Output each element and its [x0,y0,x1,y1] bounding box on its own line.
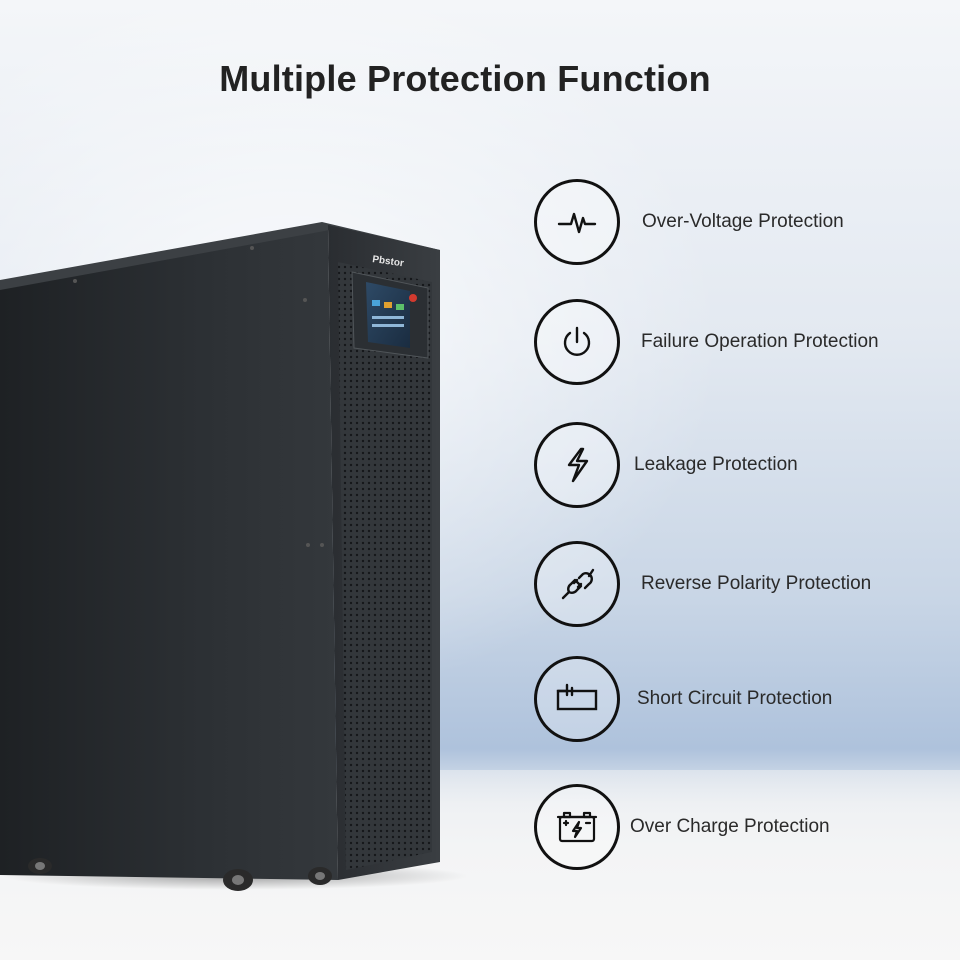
page-title: Multiple Protection Function [219,58,711,99]
brand-logo: Pbstor [372,254,405,269]
feature-short-circuit: Short Circuit Protection [534,656,832,742]
plug-icon [561,568,595,600]
feature-label: Failure Operation Protection [641,331,879,352]
feature-failure-operation: Failure Operation Protection [534,299,879,385]
feature-label: Short Circuit Protection [637,688,833,709]
feature-reverse-polarity: Reverse Polarity Protection [534,541,871,627]
battery-short-icon [556,683,598,711]
voltage-pulse-icon [557,212,597,234]
feature-over-voltage: Over-Voltage Protection [534,179,844,265]
feature-leakage: Leakage Protection [534,422,798,508]
cabinet-side [0,225,338,880]
feature-icon-circle [534,422,620,508]
cabinet-vent [338,262,432,870]
battery-charge-icon [556,811,598,843]
feature-over-charge: Over Charge Protection [534,784,830,870]
feature-label: Reverse Polarity Protection [641,573,872,594]
emergency-button [409,294,417,302]
feature-icon-circle [534,541,620,627]
feature-icon-circle [534,784,620,870]
lightning-icon [567,447,589,483]
control-screen [366,282,410,348]
feature-label: Over-Voltage Protection [642,211,844,232]
feature-icon-circle [534,656,620,742]
feature-label: Leakage Protection [634,454,798,475]
power-icon [563,326,591,356]
feature-label: Over Charge Protection [630,816,830,837]
feature-icon-circle [534,179,620,265]
feature-icon-circle [534,299,620,385]
